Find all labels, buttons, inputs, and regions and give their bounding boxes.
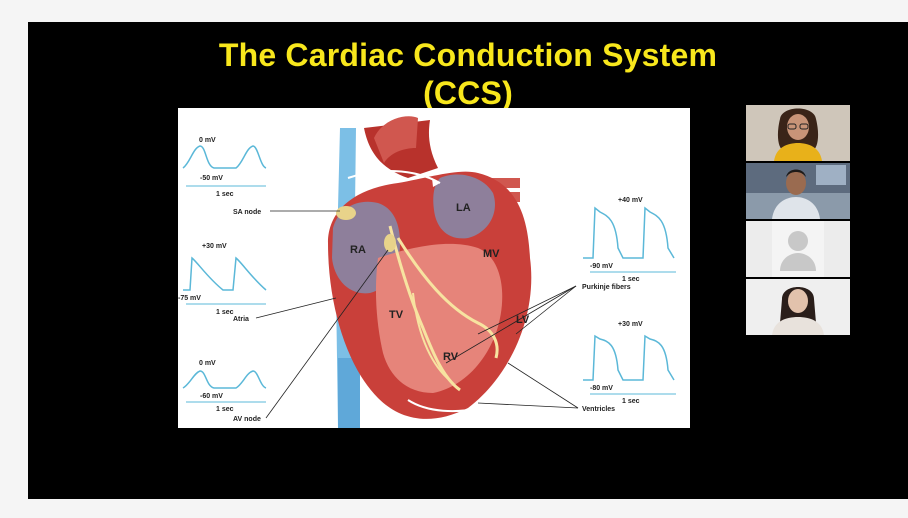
label-atria: Atria (233, 316, 249, 323)
heart-diagram: LA RA MV TV RV LV SA node Atria AV node … (178, 108, 690, 428)
sa-waveform (183, 146, 266, 168)
face-shape (786, 171, 806, 195)
label-purkinje: Purkinje fibers (582, 284, 631, 291)
purk-trace-time: 1 sec (622, 276, 640, 283)
face-shape (787, 114, 809, 140)
sa-trace-top: 0 mV (199, 137, 216, 144)
avatar-placeholder (746, 221, 850, 277)
heart-illustration: LA RA MV TV RV LV SA node Atria AV node … (178, 108, 690, 428)
purkinje-waveform (583, 208, 674, 258)
purk-trace-bottom: -90 mV (590, 263, 613, 270)
av-node-marker (384, 234, 396, 252)
purk-trace-top: +40 mV (618, 197, 643, 204)
label-la: LA (456, 202, 471, 214)
sa-node-marker (336, 206, 356, 220)
avatar-head-icon (788, 231, 808, 251)
participant-gallery (746, 105, 850, 337)
participant-video-4 (746, 279, 850, 335)
label-av-node: AV node (233, 416, 261, 423)
atria-trace-top: +30 mV (202, 243, 227, 250)
participant-video-2 (746, 163, 850, 219)
ventricles-callout-1 (508, 363, 578, 408)
vent-trace-top: +30 mV (618, 321, 643, 328)
label-sa-node: SA node (233, 209, 261, 216)
label-ra: RA (350, 244, 366, 256)
av-trace-time: 1 sec (216, 406, 234, 413)
participant-tile-2[interactable] (746, 163, 850, 219)
label-mv: MV (483, 248, 500, 260)
atria-trace-time: 1 sec (216, 309, 234, 316)
sa-trace-time: 1 sec (216, 191, 234, 198)
vent-trace-bottom: -80 mV (590, 385, 613, 392)
av-node-trace: 0 mV -60 mV 1 sec (183, 360, 266, 413)
atria-callout (256, 298, 336, 318)
participant-tile-1[interactable] (746, 105, 850, 161)
ventricles-trace: +30 mV -80 mV 1 sec (583, 321, 676, 405)
participant-video-1 (746, 105, 850, 161)
atria-trace-bottom: -75 mV (178, 295, 201, 302)
atria-trace: +30 mV -75 mV 1 sec (178, 243, 266, 316)
sa-node-trace: 0 mV -50 mV 1 sec (183, 137, 266, 198)
ventricles-waveform (583, 336, 674, 380)
av-trace-top: 0 mV (199, 360, 216, 367)
sa-trace-bottom: -50 mV (200, 175, 223, 182)
atria-waveform (183, 258, 266, 290)
vent-trace-time: 1 sec (622, 398, 640, 405)
slide-title-line1: The Cardiac Conduction System (28, 36, 908, 74)
ventricles-callout-2 (478, 403, 578, 408)
purkinje-trace: +40 mV -90 mV 1 sec (583, 197, 676, 283)
av-trace-bottom: -60 mV (200, 393, 223, 400)
av-waveform (183, 371, 266, 388)
face-shape (788, 289, 808, 313)
label-tv: TV (389, 309, 404, 321)
participant-tile-4[interactable] (746, 279, 850, 335)
label-ventricles: Ventricles (582, 406, 615, 413)
participant-tile-3[interactable] (746, 221, 850, 277)
